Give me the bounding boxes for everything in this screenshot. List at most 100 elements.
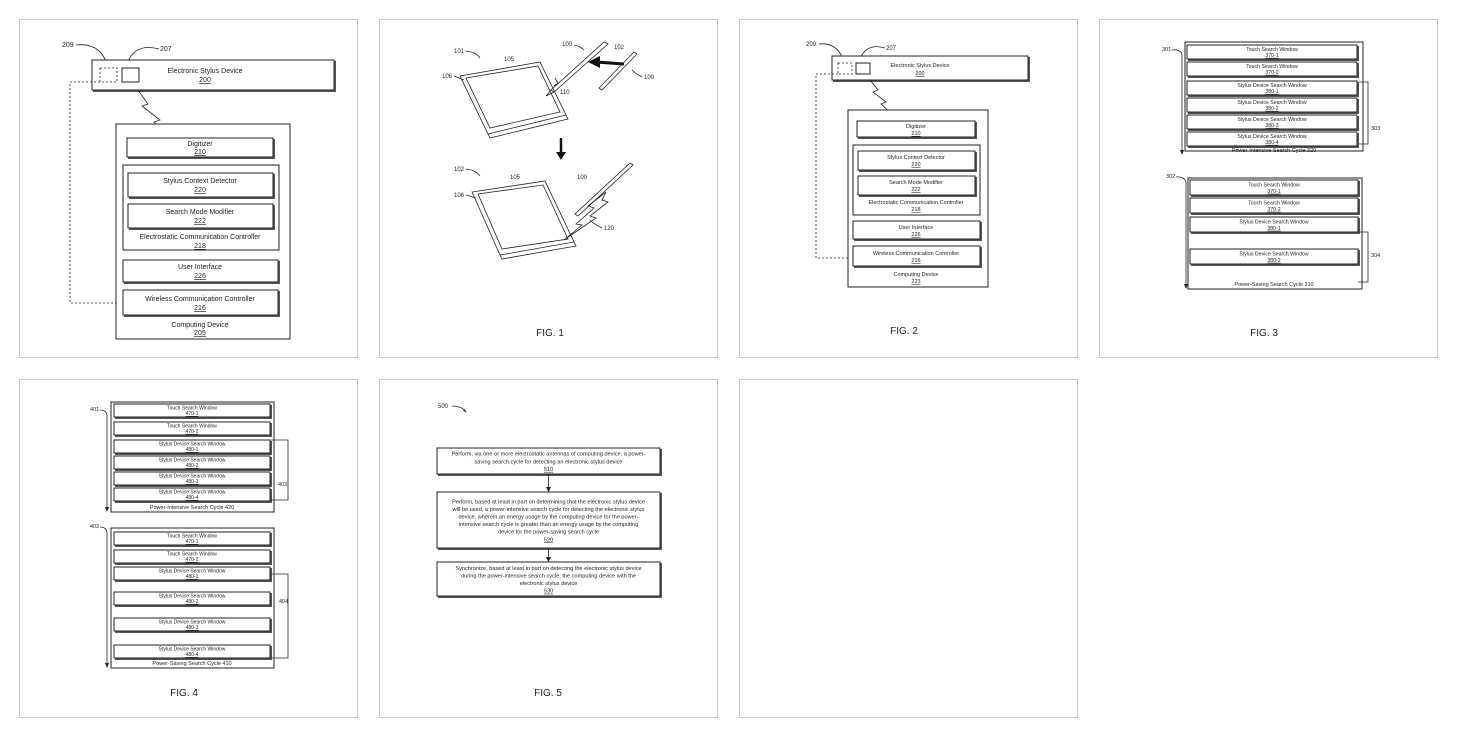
digitizer-box-b xyxy=(856,120,976,138)
fig3-bottom-time-arrow xyxy=(1184,284,1188,289)
fig5-step-text: electronic stylus device xyxy=(520,581,578,587)
fig3-bottom-window-box xyxy=(1189,197,1359,214)
fig5-step-box xyxy=(436,491,661,549)
device-num-b: 223 xyxy=(911,279,920,285)
fig5-flow-arrowhead xyxy=(546,557,551,562)
fig3-top-window-num: 380-4 xyxy=(1265,140,1278,146)
wireless-num-b: 216 xyxy=(911,258,920,264)
fig3-top-window-box xyxy=(1186,97,1358,113)
device-label-b: Computing Device xyxy=(894,272,939,278)
fig4-top-window-box xyxy=(113,403,271,418)
motion-arrow-shaft xyxy=(595,60,625,66)
ui-num: 226 xyxy=(194,273,206,280)
antenna-209 xyxy=(99,67,118,83)
fig3-top-window-num: 370-1 xyxy=(1265,53,1278,59)
fig3-top-window-label: Stylus Device Search Window xyxy=(1237,83,1306,89)
fig3-top-window-box xyxy=(1186,80,1358,96)
leader-106a xyxy=(453,75,465,81)
detector-num: 220 xyxy=(194,187,206,194)
leader-120 xyxy=(589,219,603,229)
signal-bolt-b xyxy=(869,79,895,117)
fig4-bottom-window-box xyxy=(113,549,271,564)
fig1-caption: FIG. 1 xyxy=(536,328,564,339)
fig5-step-text: Perform, based at least in part on deter… xyxy=(452,499,645,505)
fig4-bottom-window-box xyxy=(113,566,271,581)
fig5-step-num: 520 xyxy=(544,537,553,543)
fig3-ref-302: 302 xyxy=(1166,174,1175,180)
tablet-top-edge xyxy=(487,114,569,139)
fig4-ref-404: 404 xyxy=(279,599,288,605)
fig4-bottom-window-label: Stylus Device Search Window xyxy=(159,568,226,574)
fig4-top-window-box xyxy=(113,487,271,502)
fig3-top-window-label: Touch Search Window xyxy=(1246,47,1298,53)
fig5-step-text: Synchronize, based at least in part on d… xyxy=(455,566,641,572)
fig3-top-window-label: Stylus Device Search Window xyxy=(1237,117,1306,123)
fig3-top-window-box xyxy=(1186,44,1358,60)
modifier-label: Search Mode Modifier xyxy=(166,209,235,216)
sheet-blank xyxy=(739,379,1078,718)
fig4-leader-402 xyxy=(99,526,108,533)
fig4-bottom-window-label: Stylus Device Search Window xyxy=(159,593,226,599)
stylus-bottom xyxy=(574,162,634,217)
modifier-box xyxy=(127,203,274,229)
fig4-top-window-label: Touch Search Window xyxy=(167,405,217,411)
fig4-bottom-window-label: Stylus Device Search Window xyxy=(159,619,226,625)
detector-box-b xyxy=(857,150,976,171)
fig5-diagram: 500 Perform, via one or more electrostat… xyxy=(436,404,661,699)
wireless-link-b xyxy=(815,73,854,259)
fig5-caption: FIG. 5 xyxy=(534,688,562,699)
fig5-leader-arrow xyxy=(463,409,466,412)
sheet-fig1: 101 105 106 100 110 102 100 102 105 100 … xyxy=(379,19,718,358)
modifier-num-b: 222 xyxy=(911,187,920,193)
fig5-step-text: device for the power-saving search cycle xyxy=(498,530,599,536)
sheet-fig2-large: 209 207 Electronic Stylus Device 200 Dig… xyxy=(19,19,358,358)
antenna-207 xyxy=(121,67,140,83)
modifier-box-b xyxy=(857,175,976,196)
ref-100b: 100 xyxy=(644,75,655,81)
fig3-top-window-box xyxy=(1186,61,1358,77)
fig3-top-window-label: Stylus Device Search Window xyxy=(1237,134,1306,140)
fig3-bottom-window-box xyxy=(1189,248,1359,265)
fig3-bottom-window-num: 370-2 xyxy=(1267,207,1280,213)
fig4-bottom-window-box xyxy=(113,644,271,659)
device-label: Computing Device xyxy=(171,322,228,329)
fig4-top-window-label: Stylus Device Search Window xyxy=(159,457,226,463)
fig5-step-text: during the power-intensive search cycle,… xyxy=(461,574,636,580)
fig5-step-text: will be used, a power-intensive search c… xyxy=(452,507,645,513)
fig3-caption: FIG. 3 xyxy=(1250,328,1278,339)
ref-105b: 105 xyxy=(510,175,521,181)
detector-label: Stylus Context Detector xyxy=(163,178,237,185)
wireless-num: 216 xyxy=(194,305,206,312)
fig3-bottom-cycle-label: Power-Saving Search Cycle 310 xyxy=(1234,282,1313,288)
controller-label-b: Electrostatic Communication Controller xyxy=(868,200,963,206)
fig4-top-time-arrow xyxy=(105,507,109,512)
stylus-away xyxy=(598,51,638,91)
fig4-top-window-num: 480-2 xyxy=(186,463,199,469)
fig5-step-text: saving search cycle for detecting an ele… xyxy=(475,459,623,465)
digitizer-box xyxy=(126,137,274,158)
fig3-leader-301 xyxy=(1171,49,1183,55)
tablet-top-screen xyxy=(465,65,561,129)
device-num: 205 xyxy=(194,330,206,337)
fig4-bottom-window-num: 480-3 xyxy=(186,625,199,631)
leader-100b xyxy=(631,69,643,78)
fig4-bottom-window-num: 480-4 xyxy=(186,652,199,658)
digitizer-num-b: 210 xyxy=(911,131,920,137)
leader-102b xyxy=(465,168,481,177)
detector-num-b: 220 xyxy=(911,162,920,168)
stylus-device-num-b: 200 xyxy=(915,71,924,77)
ref-207b: 207 xyxy=(886,46,897,52)
fig2-caption: FIG. 2 xyxy=(890,326,918,337)
fig3-bottom-window-label: Touch Search Window xyxy=(1248,200,1300,206)
antenna-207b xyxy=(855,62,871,75)
fig3-bracket-303 xyxy=(1359,81,1369,145)
fig4-top-window-label: Touch Search Window xyxy=(167,423,217,429)
fig5-step-text: intensive search cycle is greater than a… xyxy=(459,522,638,528)
fig4-top-window-box xyxy=(113,471,271,486)
fig4-ref-402: 402 xyxy=(90,524,99,530)
